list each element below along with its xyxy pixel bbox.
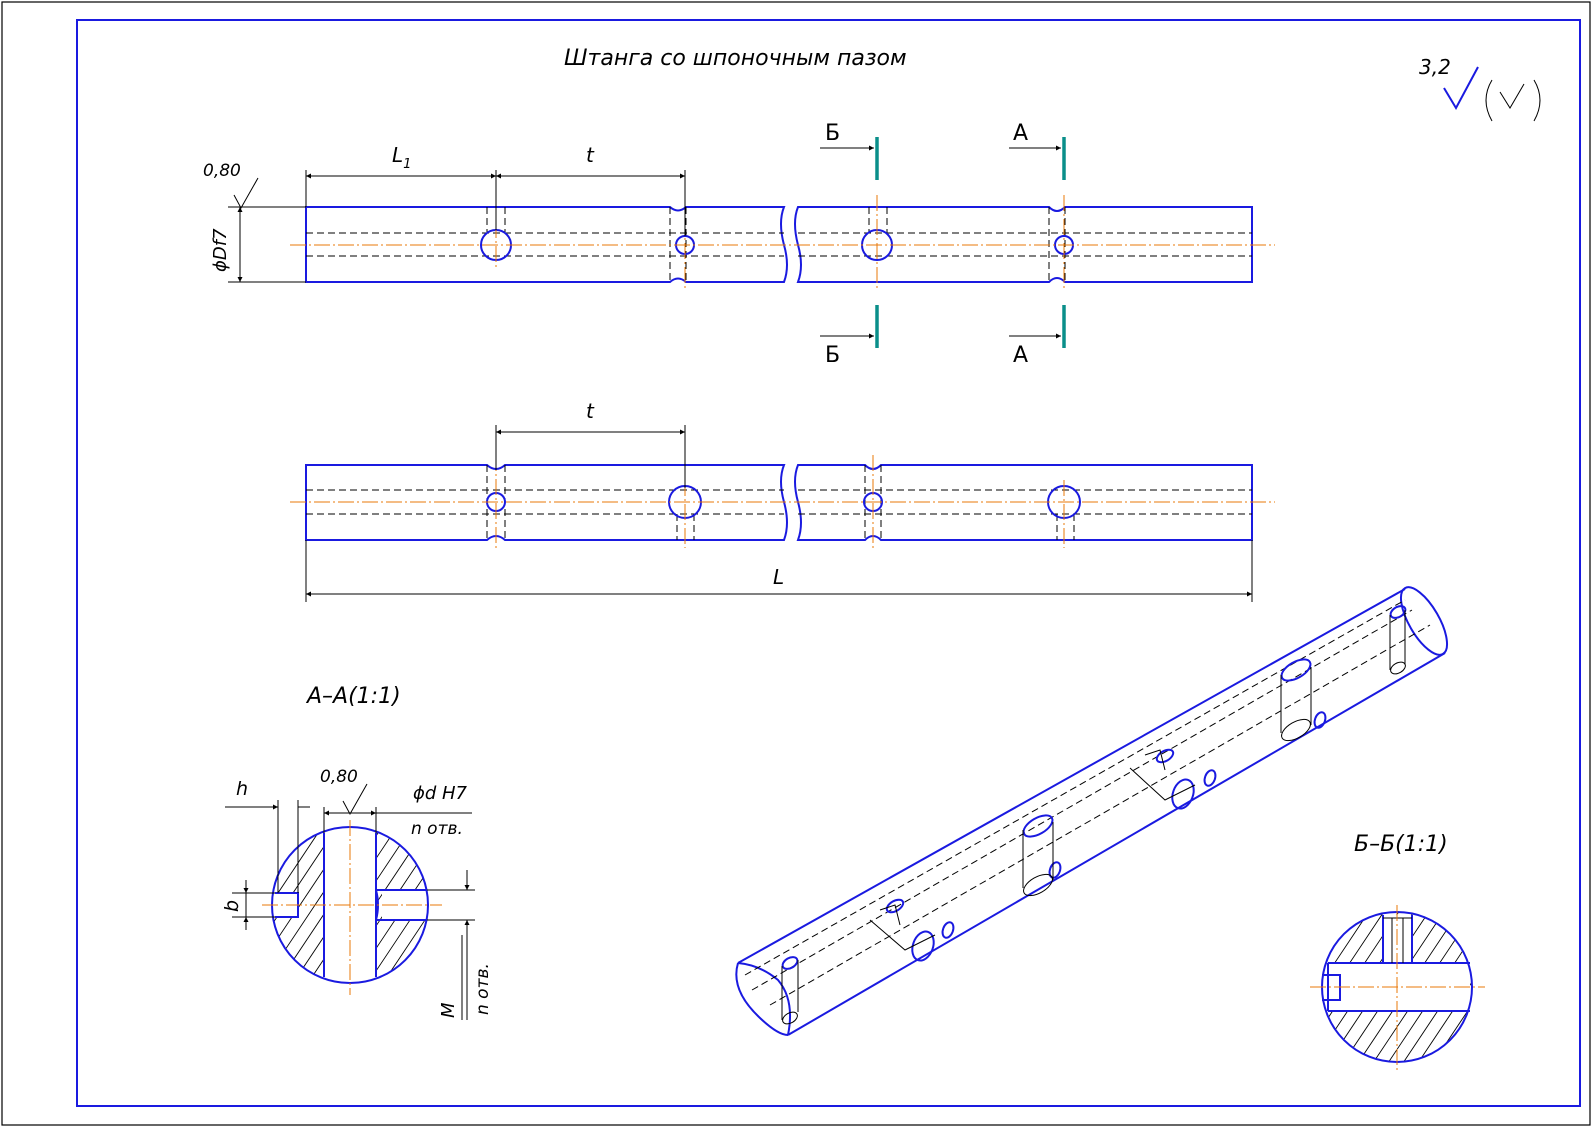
cut-mark-b-bottom: Б — [825, 343, 840, 368]
front-view-dimensions: t L — [305, 399, 1253, 602]
top-rod-left-segment — [305, 206, 788, 283]
front-rod-right-segment — [794, 464, 1253, 541]
dim-keyway-b: b — [221, 900, 243, 912]
dim-l1: L1 — [392, 143, 411, 172]
cut-mark-b-top: Б — [825, 121, 840, 146]
cut-mark-a-bottom: А — [1013, 343, 1028, 368]
dim-thread-count: n отв. — [473, 963, 493, 1015]
drawing-title: Штанга со шпоночным пазом — [564, 46, 907, 71]
roughness-surface-bore: 0,80 — [320, 767, 358, 787]
section-a-a — [262, 820, 442, 995]
roughness-general-symbol: 3,2 — [1419, 55, 1541, 122]
section-a-a-title: А–А(1:1) — [305, 684, 401, 709]
drawing-frame — [76, 19, 1581, 1107]
dim-length: L — [773, 565, 784, 589]
roughness-surface-top: 0,80 — [203, 161, 241, 181]
dim-diameter: ϕDf7 — [210, 228, 231, 272]
dim-bore: ϕd H7 — [413, 783, 468, 804]
front-view — [290, 455, 1275, 548]
dim-bore-count: n отв. — [411, 819, 463, 839]
section-b-b — [1310, 905, 1485, 1070]
cut-mark-a-top: А — [1013, 121, 1028, 146]
dim-thread: M — [438, 1002, 459, 1018]
top-rod-right-segment — [794, 206, 1253, 283]
dim-keyway-h: h — [236, 778, 248, 800]
section-cut-marks: Б Б А А — [820, 121, 1066, 368]
section-a-a-dimensions: h b ϕd H7 n отв. 0,80 M n отв. — [221, 767, 493, 1020]
roughness-general-value: 3,2 — [1419, 55, 1451, 79]
isometric-view — [735, 586, 1449, 1036]
top-view-dimensions: L1 t ϕDf7 0,80 — [203, 143, 686, 283]
dim-t-top: t — [586, 143, 595, 167]
front-rod-left-segment — [305, 464, 788, 541]
section-b-b-title: Б–Б(1:1) — [1354, 832, 1448, 857]
dim-t-bottom: t — [586, 399, 595, 423]
top-view — [290, 195, 1275, 290]
